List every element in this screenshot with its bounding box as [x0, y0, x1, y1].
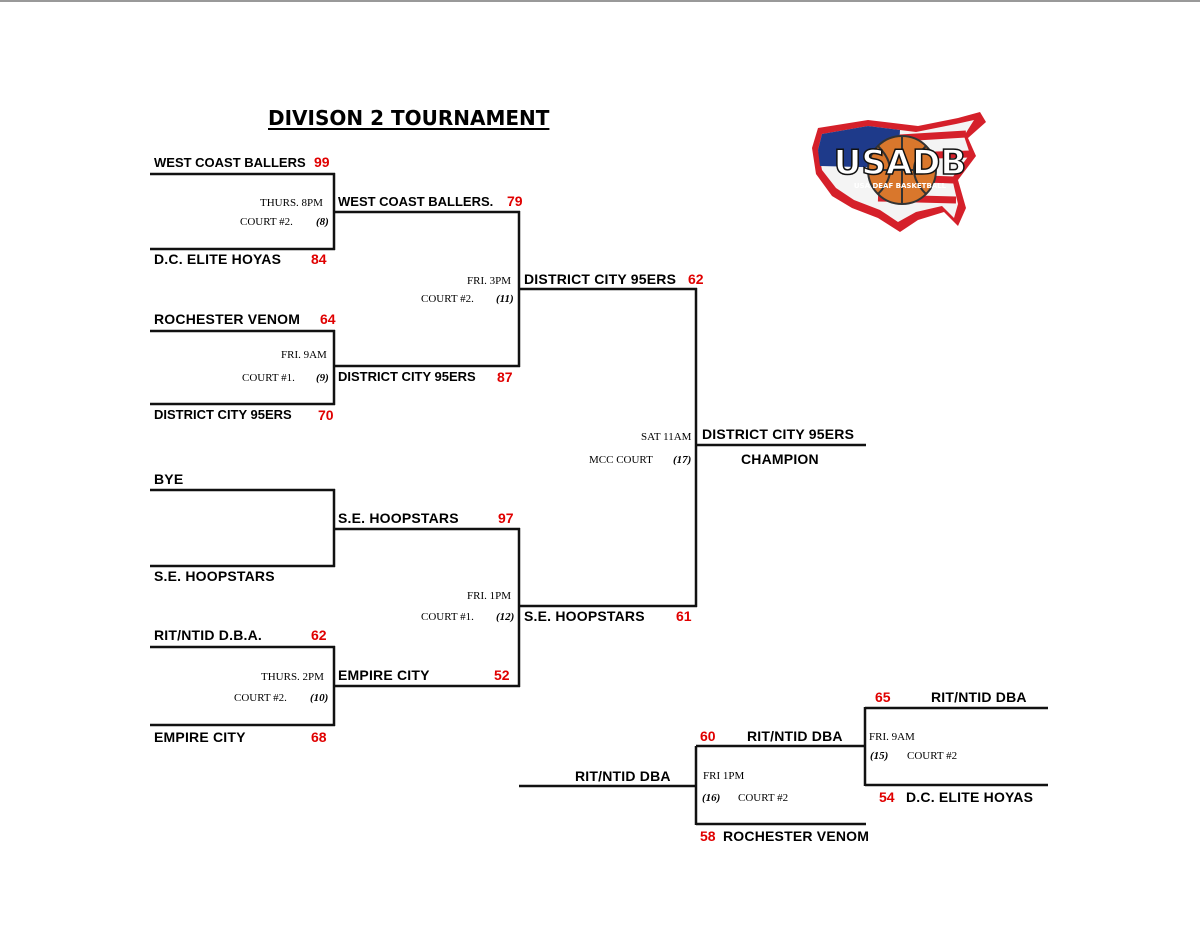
g12-court: COURT #1.	[421, 611, 474, 623]
wbye-team: S.E. HOOPSTARS	[338, 510, 459, 526]
champion-team: DISTRICT CITY 95ERS	[702, 426, 855, 442]
w9-score: 87	[497, 369, 513, 385]
g15-team-b: D.C. ELITE HOYAS	[906, 789, 1034, 805]
g11-game-no: (11)	[496, 293, 514, 305]
g16-court: COURT #2	[738, 792, 789, 804]
champion-label: CHAMPION	[741, 451, 819, 467]
g16-game-no: (16)	[702, 792, 721, 804]
w8-score: 79	[507, 193, 523, 209]
w11-score: 62	[688, 271, 704, 287]
g12-time: FRI. 1PM	[467, 590, 512, 602]
g17-game-no: (17)	[673, 454, 692, 466]
tournament-title: DIVISON 2 TOURNAMENT	[268, 106, 550, 130]
g16-team-b: ROCHESTER VENOM	[723, 828, 870, 844]
usadb-logo: USADB USA DEAF BASKETBALL	[812, 112, 986, 232]
g9-score-a: 64	[320, 311, 336, 327]
g8-game-no: (8)	[316, 216, 329, 228]
bye-team-b: S.E. HOOPSTARS	[154, 568, 275, 584]
g15-game-no: (15)	[870, 750, 889, 762]
g8-court: COURT #2.	[240, 216, 293, 228]
g17-time: SAT 11AM	[641, 431, 692, 443]
g8-team-a: WEST COAST BALLERS	[154, 155, 306, 170]
g10-score-a: 62	[311, 627, 327, 643]
g16-score-a: 60	[700, 728, 716, 744]
g9-team-a: ROCHESTER VENOM	[154, 311, 301, 327]
w12-score: 61	[676, 608, 692, 624]
g8-team-b: D.C. ELITE HOYAS	[154, 251, 282, 267]
g10-court: COURT #2.	[234, 692, 287, 704]
w12-team: S.E. HOOPSTARS	[524, 608, 645, 624]
g10-game-no: (10)	[310, 692, 329, 704]
w8-team: WEST COAST BALLERS.	[338, 194, 494, 209]
g10-team-b: EMPIRE CITY	[154, 729, 246, 745]
g10-score-b: 68	[311, 729, 327, 745]
logo-text: USADB	[834, 143, 967, 183]
g16-bye-team: RIT/NTID DBA	[575, 768, 671, 784]
g15-score-b: 54	[879, 789, 895, 805]
w10-team: EMPIRE CITY	[338, 667, 430, 683]
g10-time: THURS. 2PM	[261, 671, 324, 683]
g8-score-a: 99	[314, 154, 330, 170]
g9-time: FRI. 9AM	[281, 349, 327, 361]
g16-time: FRI 1PM	[703, 770, 745, 782]
g15-score-a: 65	[875, 689, 891, 705]
g11-court: COURT #2.	[421, 293, 474, 305]
g9-team-b: DISTRICT CITY 95ERS	[154, 407, 292, 422]
w10-score: 52	[494, 667, 510, 683]
g10-team-a: RIT/NTID D.B.A.	[154, 627, 262, 643]
g8-time: THURS. 8PM	[260, 197, 323, 209]
g9-game-no: (9)	[316, 372, 329, 384]
g15-court: COURT #2	[907, 750, 958, 762]
g16-team-a: RIT/NTID DBA	[747, 728, 843, 744]
g12-game-no: (12)	[496, 611, 515, 623]
g15-time: FRI. 9AM	[869, 731, 915, 743]
g15-team-a: RIT/NTID DBA	[931, 689, 1027, 705]
g9-court: COURT #1.	[242, 372, 295, 384]
g8-score-b: 84	[311, 251, 327, 267]
g9-score-b: 70	[318, 407, 334, 423]
g11-time: FRI. 3PM	[467, 275, 512, 287]
wbye-score: 97	[498, 510, 514, 526]
bye-team-a: BYE	[154, 471, 184, 487]
w9-team: DISTRICT CITY 95ERS	[338, 369, 476, 384]
g17-court: MCC COURT	[589, 454, 653, 466]
g16-score-b: 58	[700, 828, 716, 844]
logo-subtext: USA DEAF BASKETBALL	[854, 182, 947, 190]
w11-team: DISTRICT CITY 95ERS	[524, 271, 677, 287]
